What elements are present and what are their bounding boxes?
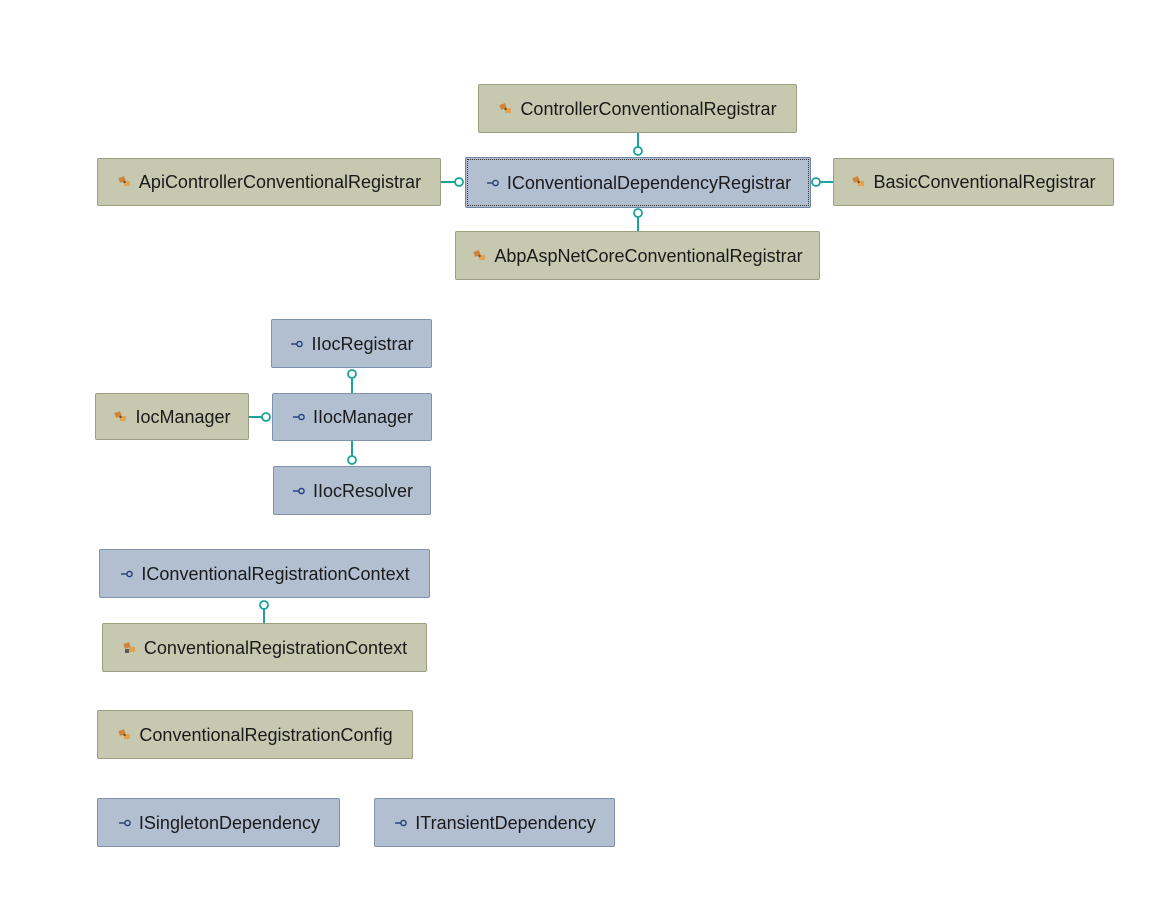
node-apicontroller-conventional-registrar[interactable]: ApiControllerConventionalRegistrar xyxy=(97,158,441,206)
interface-icon xyxy=(289,337,305,351)
interface-icon xyxy=(291,484,307,498)
connector-basic-to-iregistrar xyxy=(811,177,833,187)
node-label: IIocResolver xyxy=(312,480,414,501)
class-icon xyxy=(498,102,514,116)
node-iioc-resolver[interactable]: IIocResolver xyxy=(273,466,431,515)
node-label: BasicConventionalRegistrar xyxy=(873,172,1096,192)
node-label: IIocRegistrar xyxy=(311,333,414,354)
connector-apicontroller-to-iregistrar xyxy=(441,177,464,187)
class-icon xyxy=(113,410,129,424)
node-iconventional-dependency-registrar[interactable]: IConventionalDependencyRegistrar xyxy=(465,157,811,208)
node-iioc-registrar[interactable]: IIocRegistrar xyxy=(271,319,432,368)
node-controller-conventional-registrar[interactable]: ControllerConventionalRegistrar xyxy=(478,84,797,133)
node-label: IConventionalRegistrationContext xyxy=(141,563,410,584)
node-label: IIocManager xyxy=(312,407,414,427)
node-label: ApiControllerConventionalRegistrar xyxy=(138,172,422,192)
interface-icon xyxy=(119,567,135,581)
node-label: ConventionalRegistrationConfig xyxy=(139,724,393,745)
node-label: IConventionalDependencyRegistrar xyxy=(506,172,792,193)
connector-context-to-icontext xyxy=(259,600,269,623)
class-icon xyxy=(117,175,133,189)
node-isingleton-dependency[interactable]: ISingletonDependency xyxy=(97,798,340,847)
interface-icon xyxy=(291,410,307,424)
node-basic-conventional-registrar[interactable]: BasicConventionalRegistrar xyxy=(833,158,1114,206)
sealed-class-icon xyxy=(122,641,138,655)
interface-icon xyxy=(393,816,409,830)
node-conventional-registration-config[interactable]: ConventionalRegistrationConfig xyxy=(97,710,413,759)
connector-iiocmanager-to-iiocresolver xyxy=(347,441,357,465)
interface-icon xyxy=(117,816,133,830)
connector-controller-to-iregistrar xyxy=(633,133,643,156)
node-label: ITransientDependency xyxy=(415,812,596,833)
class-icon xyxy=(851,175,867,189)
node-label: ControllerConventionalRegistrar xyxy=(520,98,777,119)
node-iioc-manager[interactable]: IIocManager xyxy=(272,393,432,441)
connector-abpaspnetcore-to-iregistrar xyxy=(633,208,643,231)
node-label: ConventionalRegistrationContext xyxy=(143,637,408,658)
node-iconventional-registration-context[interactable]: IConventionalRegistrationContext xyxy=(99,549,430,598)
interface-icon xyxy=(485,176,501,190)
node-label: ISingletonDependency xyxy=(138,812,321,833)
class-icon xyxy=(472,249,488,263)
node-conventional-registration-context[interactable]: ConventionalRegistrationContext xyxy=(102,623,427,672)
node-ioc-manager[interactable]: IocManager xyxy=(95,393,249,440)
connector-iocmanager-to-iiocmanager xyxy=(249,412,271,422)
node-itransient-dependency[interactable]: ITransientDependency xyxy=(374,798,615,847)
node-label: AbpAspNetCoreConventionalRegistrar xyxy=(494,245,803,266)
node-label: IocManager xyxy=(135,406,231,427)
class-icon xyxy=(117,728,133,742)
connector-iiocmanager-to-iiocregistrar xyxy=(347,369,357,393)
node-abpaspnetcore-conventional-registrar[interactable]: AbpAspNetCoreConventionalRegistrar xyxy=(455,231,820,280)
